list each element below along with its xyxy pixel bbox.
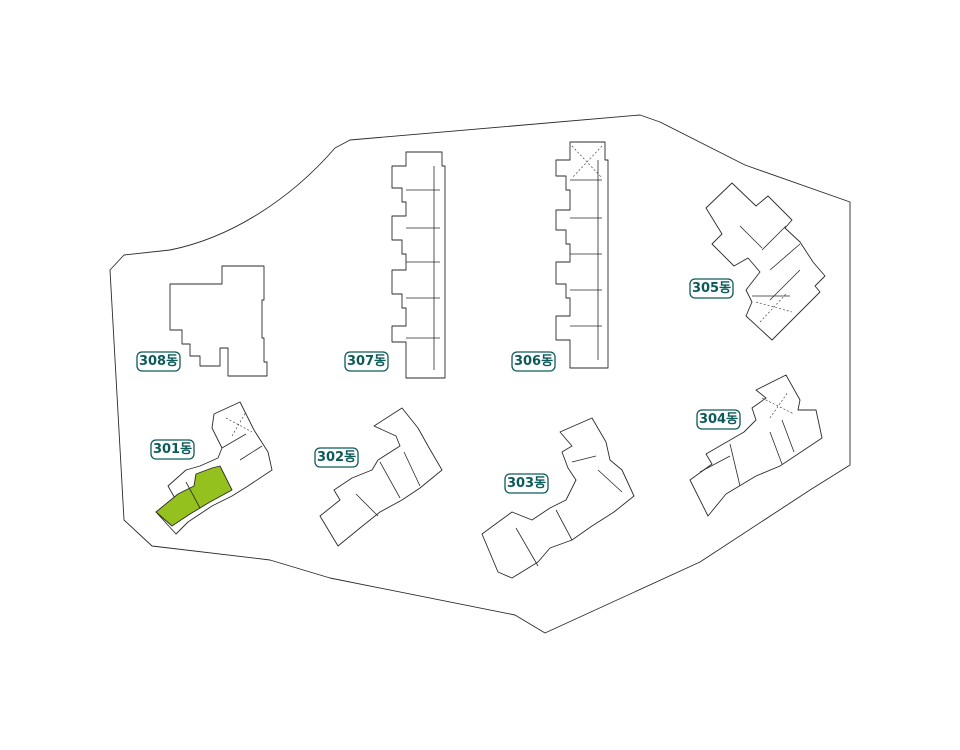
label-302[interactable]: 302동 bbox=[314, 447, 359, 468]
building-306[interactable] bbox=[555, 141, 609, 369]
label-306[interactable]: 306동 bbox=[511, 351, 556, 372]
label-301[interactable]: 301동 bbox=[150, 439, 195, 460]
building-302[interactable] bbox=[319, 407, 443, 547]
building-307[interactable] bbox=[391, 151, 446, 379]
site-boundary bbox=[109, 114, 851, 634]
label-308-text: 308동 bbox=[139, 354, 178, 369]
label-303[interactable]: 303동 bbox=[504, 473, 549, 494]
label-302-text: 302동 bbox=[317, 450, 356, 465]
label-304[interactable]: 304동 bbox=[696, 409, 741, 430]
label-305[interactable]: 305동 bbox=[689, 278, 734, 299]
building-308[interactable] bbox=[169, 265, 268, 377]
label-305-text: 305동 bbox=[692, 281, 731, 296]
label-308[interactable]: 308동 bbox=[136, 351, 181, 372]
building-303[interactable] bbox=[481, 417, 635, 579]
label-307[interactable]: 307동 bbox=[344, 351, 389, 372]
label-304-text: 304동 bbox=[699, 412, 738, 427]
building-305[interactable] bbox=[705, 182, 826, 341]
building-301[interactable] bbox=[155, 401, 273, 535]
selected-unit-301[interactable] bbox=[155, 465, 233, 527]
label-306-text: 306동 bbox=[514, 354, 553, 369]
label-301-text: 301동 bbox=[153, 442, 192, 457]
building-304[interactable] bbox=[689, 374, 823, 517]
label-307-text: 307동 bbox=[347, 354, 386, 369]
label-303-text: 303동 bbox=[507, 476, 546, 491]
